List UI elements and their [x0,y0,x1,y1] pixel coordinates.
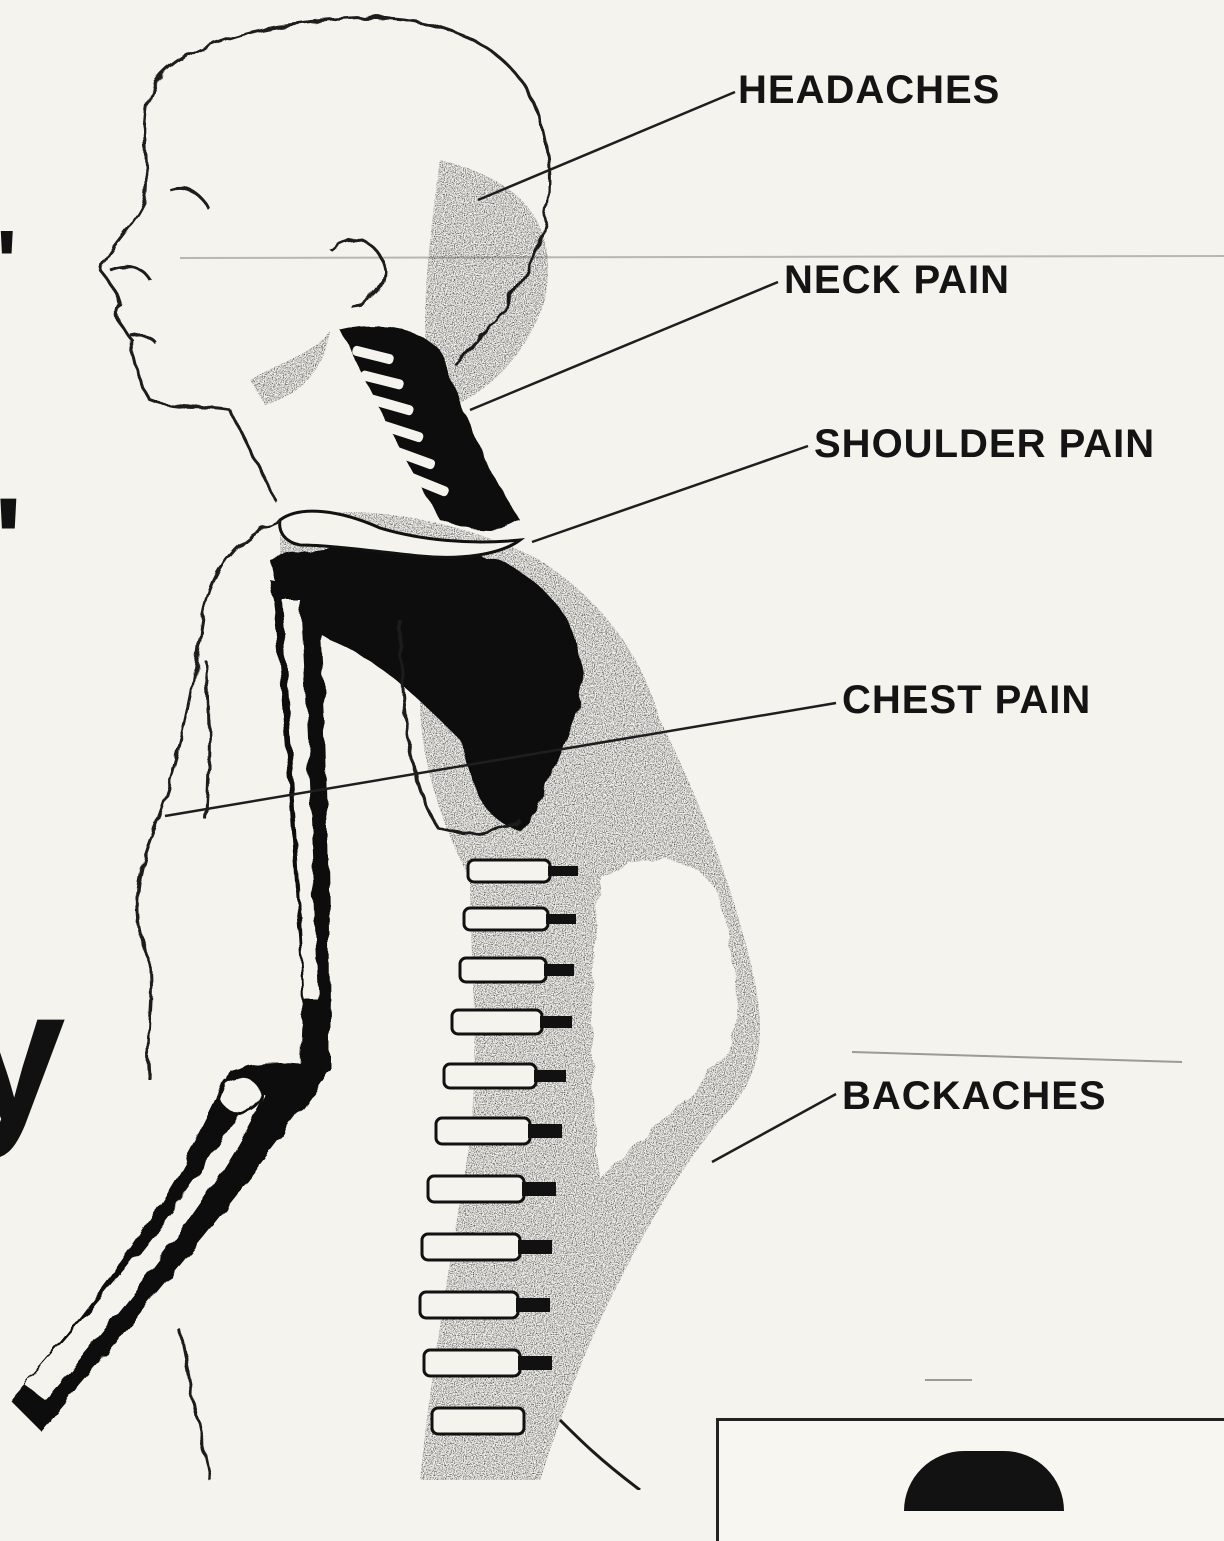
leader-lines [0,0,1224,1490]
headaches-leader-line [478,92,735,200]
shoulder-pain-label: SHOULDER PAIN [814,424,1155,464]
backaches-label: BACKACHES [842,1076,1107,1116]
cropped-text-fragment-top: ' [0,218,17,308]
cropped-text-fragment-middle: ' [0,480,23,600]
chest-pain-leader-line [165,703,836,816]
cropped-text-fragment-bottom: y [0,960,66,1150]
inset-box [716,1418,1224,1541]
chest-pain-label: CHEST PAIN [842,680,1091,720]
inset-dark-shape [904,1451,1064,1511]
shoulder-pain-leader-line [532,446,808,542]
backaches-leader-line [712,1094,836,1162]
neck-pain-leader-line [470,282,778,410]
headaches-label: HEADACHES [738,70,1000,110]
pain-diagram: HEADACHES NECK PAIN SHOULDER PAIN CHEST … [0,0,1224,1490]
neck-pain-label: NECK PAIN [784,260,1010,300]
